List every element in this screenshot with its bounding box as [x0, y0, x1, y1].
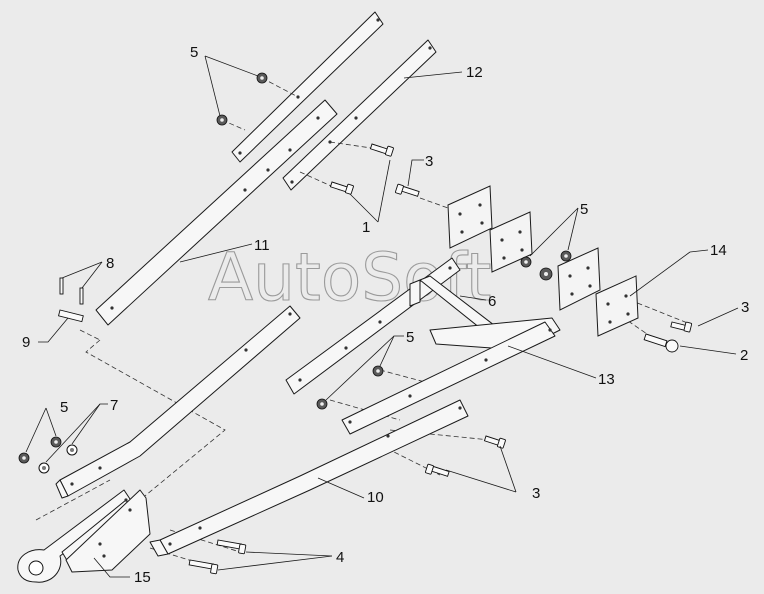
callout-7: 7 [110, 397, 118, 414]
part-10-lower-bar [149, 399, 469, 557]
part-11-long-bar [95, 99, 338, 326]
part-12-upper-bar [231, 11, 437, 191]
callout-3-upper: 3 [425, 153, 433, 170]
callout-9: 9 [22, 334, 30, 351]
washer-left-a [66, 444, 78, 456]
callout-11: 11 [254, 237, 270, 254]
part-14-plate [595, 275, 639, 337]
nut-upper-a [256, 72, 268, 84]
pin-9-shaft [58, 309, 84, 323]
nut-right-c [560, 250, 572, 262]
bolt-3-right [670, 321, 693, 333]
nut-left-b [18, 452, 30, 464]
bolt-2-right [643, 333, 679, 353]
callout-5-right: 5 [580, 201, 588, 218]
callout-6: 6 [488, 293, 496, 310]
callout-1: 1 [362, 219, 370, 236]
left-frame-arm [55, 305, 301, 499]
nut-mid-b [316, 398, 328, 410]
nut-mid-a [372, 365, 384, 377]
bolt-4-b [188, 559, 219, 575]
bolt-4-a [216, 539, 247, 555]
nut-upper-b [216, 114, 228, 126]
callout-15: 15 [134, 569, 151, 586]
callout-14: 14 [710, 242, 727, 259]
callout-2: 2 [740, 347, 748, 364]
callout-13: 13 [598, 371, 615, 388]
nut-right-a [520, 256, 532, 268]
callout-8: 8 [106, 255, 114, 272]
leader-lines [25, 55, 739, 578]
callout-3-right: 3 [741, 299, 749, 316]
washer-left-b [38, 462, 50, 474]
plate-3 [557, 247, 601, 311]
callout-12: 12 [466, 64, 483, 81]
callout-5-upper: 5 [190, 44, 198, 61]
bolt-3-mid-b [425, 463, 450, 477]
part-15-hitch-bracket [17, 489, 151, 583]
callout-5-left: 5 [60, 399, 68, 416]
callout-5-mid: 5 [406, 329, 414, 346]
bolt-upper-b [329, 181, 354, 195]
nut-left-a [50, 436, 62, 448]
callout-4: 4 [336, 549, 344, 566]
callout-10: 10 [367, 489, 384, 506]
bolt-upper-a [369, 143, 394, 157]
plate-1 [447, 185, 493, 249]
part-13-frame [285, 257, 561, 435]
nut-right-b [539, 267, 553, 281]
callout-labels: 5 12 3 1 5 14 11 8 6 3 9 5 2 13 5 7 3 10… [22, 44, 749, 586]
callout-3-lower: 3 [532, 485, 540, 502]
pin-8-b [79, 287, 84, 305]
bolt-3-upper [395, 183, 420, 197]
bolt-3-mid-a [483, 435, 506, 449]
pin-8-a [59, 277, 64, 295]
